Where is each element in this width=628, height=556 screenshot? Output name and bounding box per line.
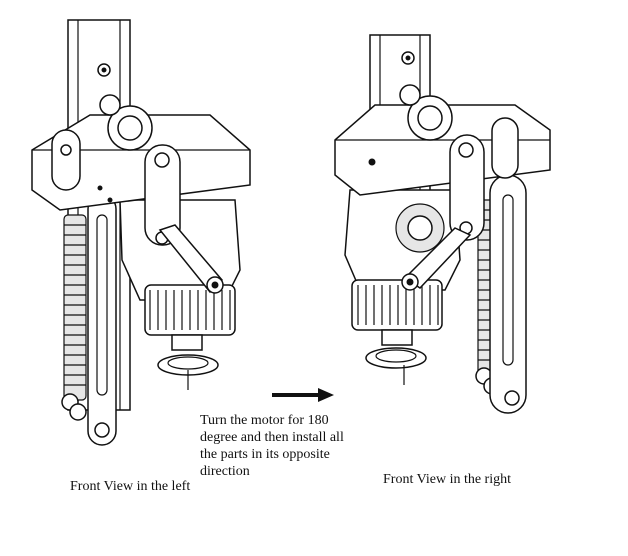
left-crank-arm — [144, 144, 224, 294]
left-view-caption: Front View in the left — [70, 479, 191, 494]
instruction-line: direction — [200, 464, 250, 479]
right-motor — [344, 189, 461, 385]
instruction-line: Turn the motor for 180 — [200, 413, 329, 428]
right-assembly — [334, 34, 551, 414]
right-arrow-icon — [272, 388, 334, 402]
left-pulley — [99, 94, 153, 151]
right-slotted-arm — [489, 174, 527, 414]
right-pulley — [399, 84, 453, 141]
instruction-text: Turn the motor for 180 degree and then i… — [200, 412, 344, 480]
right-bracket — [334, 104, 551, 196]
right-view-caption: Front View in the right — [383, 472, 512, 487]
left-assembly — [31, 19, 251, 446]
instruction-line: degree and then install all — [200, 430, 344, 445]
instruction-line: the parts in its opposite — [200, 447, 330, 462]
left-spring — [61, 214, 87, 421]
right-crank-arm — [401, 134, 485, 291]
left-slotted-arm — [87, 194, 117, 446]
